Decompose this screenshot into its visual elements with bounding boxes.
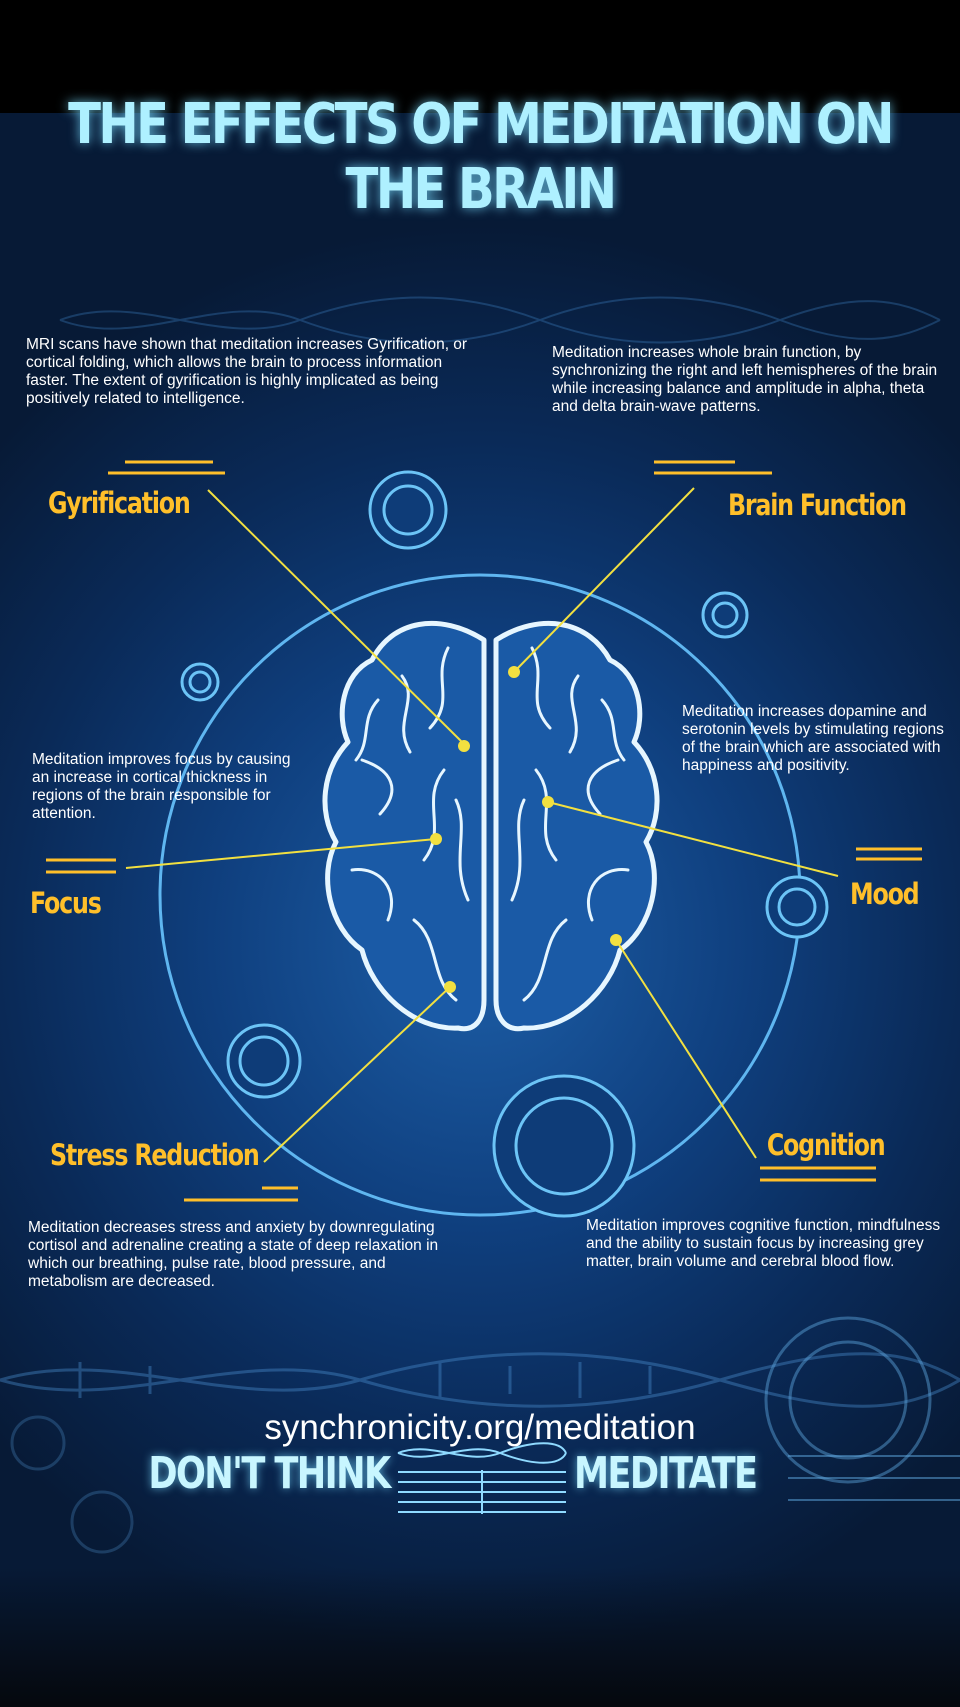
dna-strand-top: [59, 296, 941, 344]
brain-folds: [350, 646, 630, 1002]
label-bars: [46, 460, 922, 1202]
footer-side-lines: [788, 1455, 960, 1501]
cognition-text: Meditation improves cognitive function, …: [586, 1217, 941, 1270]
dna-icon: [397, 1442, 567, 1514]
connector-lines: [125, 487, 839, 1163]
ring-nodes: [180, 470, 829, 1218]
brain-function-label: Brain Function: [728, 488, 907, 522]
cognition-label: Cognition: [766, 1128, 885, 1162]
mood-text: Meditation increases dopamine and seroto…: [682, 703, 944, 774]
connector-dots: [430, 666, 622, 993]
page-title: THE EFFECTS OF MEDITATION ON THE BRAIN: [68, 92, 894, 222]
decorative-ring-bottom-left: [10, 1415, 134, 1554]
gyrification-label: Gyrification: [48, 486, 191, 520]
stress-reduction-label: Stress Reduction: [50, 1138, 260, 1172]
mood-label: Mood: [849, 877, 920, 911]
stress-reduction-text: Meditation decreases stress and anxiety …: [28, 1219, 439, 1290]
gyrification-text: MRI scans have shown that meditation inc…: [26, 336, 468, 407]
footer-meditate: MEDITATE: [574, 1448, 758, 1499]
brain-function-text: Meditation increases whole brain functio…: [552, 344, 938, 415]
footer-dont-think: DON'T THINK: [148, 1448, 392, 1499]
brain-illustration: [322, 620, 660, 1032]
focus-text: Meditation improves focus by causing an …: [32, 751, 291, 822]
footer-url: synchronicity.org/meditation: [264, 1408, 696, 1447]
dna-strand-bottom: [0, 1352, 960, 1408]
decorative-ring-bottom-right: [764, 1316, 932, 1484]
focus-label: Focus: [30, 886, 102, 920]
